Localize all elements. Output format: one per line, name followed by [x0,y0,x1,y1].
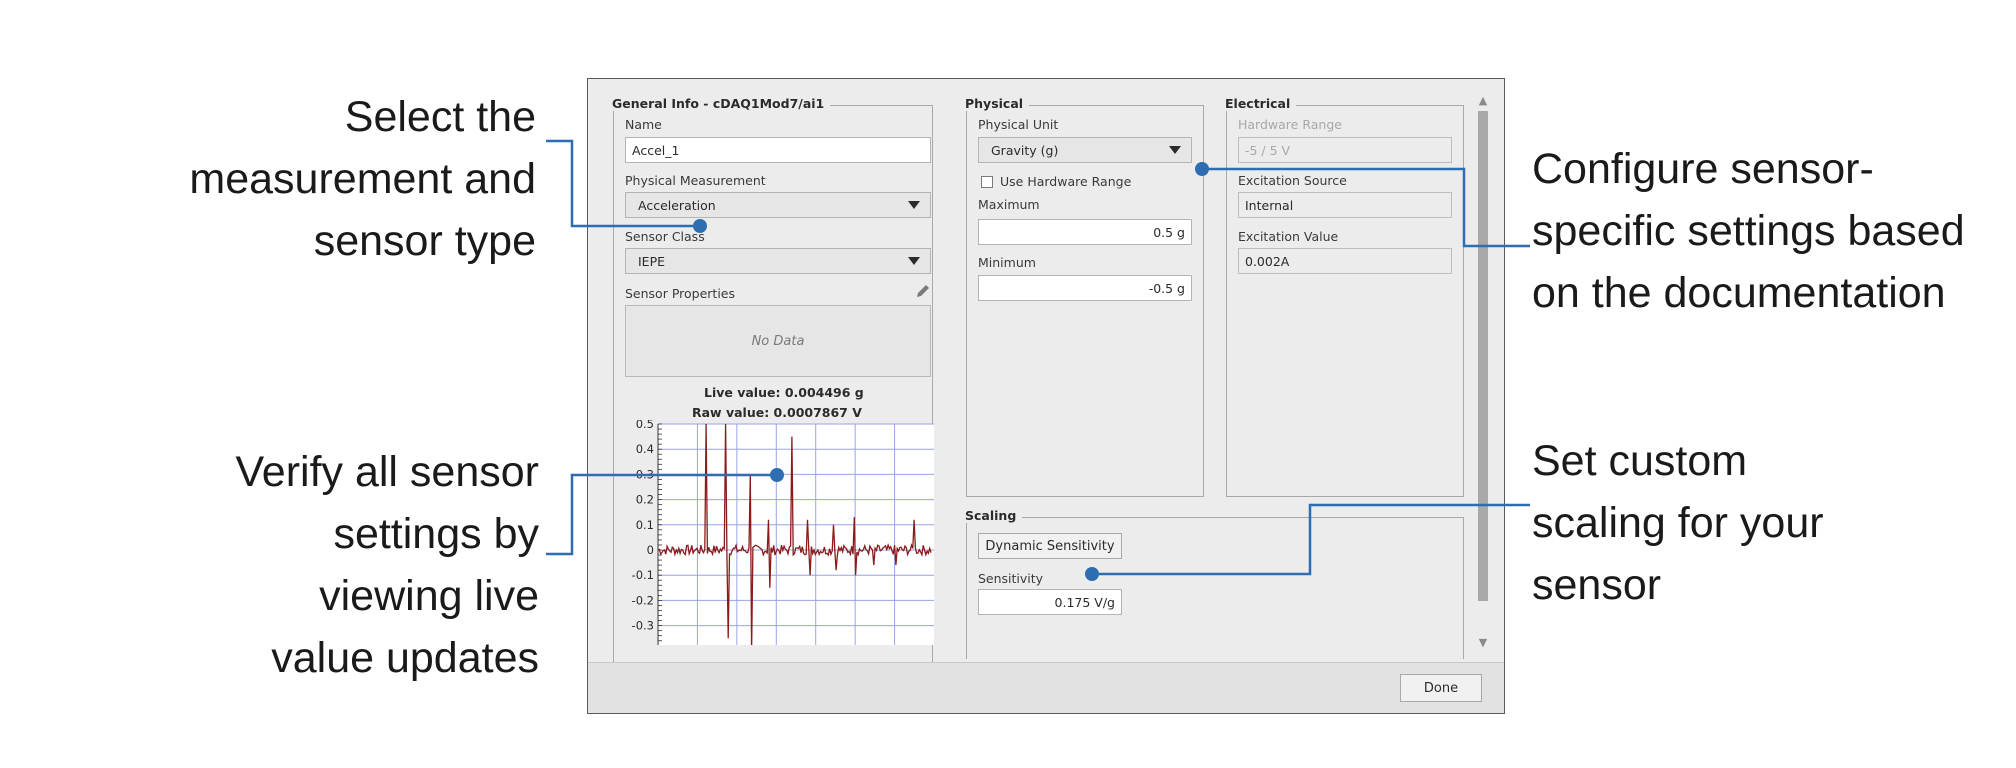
minimum-label: Minimum [978,255,1036,270]
sensor-class-value: IEPE [638,253,666,269]
sensor-class-select[interactable]: IEPE [625,248,931,274]
callout-line: on the documentation [1532,269,1946,317]
plot-tick-label: -0.1 [632,568,654,582]
physical-unit-value: Gravity (g) [991,142,1059,158]
physical-measurement-label: Physical Measurement [625,173,766,188]
electrical-title: Electrical [1225,96,1297,111]
callout-scaling: Set custom scaling for your sensor [1532,430,2012,616]
plot-tick-label: -0.3 [632,619,654,633]
physical-group: Physical [965,96,1204,497]
plot-tick-label: 0 [647,543,654,557]
callout-line: Configure sensor- [1532,145,1874,193]
minimum-field[interactable]: -0.5 g [978,275,1192,301]
physical-measurement-select[interactable]: Acceleration [625,192,931,218]
use-hardware-range-label: Use Hardware Range [1000,174,1132,189]
physical-title: Physical [965,96,1030,111]
physical-measurement-value: Acceleration [638,197,716,213]
excitation-value-label: Excitation Value [1238,229,1339,244]
use-hardware-range-checkbox[interactable] [981,176,993,188]
scrollbar-thumb[interactable] [1478,111,1488,601]
plot-tick-label: 0.4 [636,442,654,456]
callout-verify: Verify all sensor settings by viewing li… [110,441,539,689]
scroll-down-icon[interactable]: ▼ [1478,635,1488,649]
callout-line: sensor [1532,561,1662,609]
callout-line: specific settings based [1532,207,1965,255]
raw-value-text: Raw value: 0.0007867 V [692,405,862,420]
callout-line: sensor type [313,217,536,265]
maximum-field[interactable]: 0.5 g [978,219,1192,245]
dynamic-sensitivity-button[interactable]: Dynamic Sensitivity [978,533,1122,559]
plot-tick-label: 0.1 [636,518,654,532]
vertical-scrollbar[interactable]: ▲ ▼ [1476,93,1490,649]
excitation-source-label: Excitation Source [1238,173,1347,188]
dropdown-arrow-icon [908,257,920,265]
name-field[interactable]: Accel_1 [625,137,931,163]
callout-configure: Configure sensor- specific settings base… [1532,138,2012,324]
no-data-text: No Data [751,333,805,349]
scroll-up-icon[interactable]: ▲ [1478,93,1488,107]
dropdown-arrow-icon [1169,146,1181,154]
sensor-config-dialog: General Info - cDAQ1Mod7/ai1 Name Accel_… [587,78,1505,714]
sensor-properties-box: No Data [625,305,931,377]
hardware-range-field: -5 / 5 V [1238,137,1452,163]
plot-area [658,424,934,645]
callout-line: value updates [271,634,539,682]
sensor-class-label: Sensor Class [625,229,705,244]
plot-tick-label: 0.3 [636,467,654,481]
done-button[interactable]: Done [1400,674,1482,702]
physical-unit-label: Physical Unit [978,117,1059,132]
sensitivity-label: Sensitivity [978,571,1044,586]
excitation-source-field: Internal [1238,192,1452,218]
callout-line: Set custom [1532,437,1748,485]
electrical-group: Electrical [1225,96,1464,497]
dialog-footer: Done [588,662,1504,713]
callout-line: Select the [344,93,536,141]
scaling-title: Scaling [965,508,1023,523]
callout-line: measurement and [189,155,536,203]
plot-tick-label: -0.4 [632,644,654,645]
callout-line: scaling for your [1532,499,1824,547]
general-info-title: General Info - cDAQ1Mod7/ai1 [612,96,831,111]
plot-tick-label: 0.5 [636,420,654,431]
live-value-text: Live value: 0.004496 g [704,385,864,400]
plot-tick-label: 0.2 [636,493,654,507]
physical-unit-select[interactable]: Gravity (g) [978,137,1192,163]
live-value-plot: 0.5 0.4 0.3 0.2 0.1 0 -0.1 -0.2 -0.3 -0.4 [632,420,934,645]
sensitivity-field[interactable]: 0.175 V/g [978,589,1122,615]
maximum-label: Maximum [978,197,1040,212]
general-info-group: General Info - cDAQ1Mod7/ai1 [612,96,933,685]
callout-select-type: Select the measurement and sensor type [110,86,536,272]
dropdown-arrow-icon [908,201,920,209]
sensor-properties-label: Sensor Properties [625,286,735,301]
callout-line: settings by [333,510,539,558]
excitation-value-field: 0.002A [1238,248,1452,274]
hardware-range-label: Hardware Range [1238,117,1342,132]
plot-tick-label: -0.2 [632,593,654,607]
name-label: Name [625,117,662,132]
callout-line: viewing live [319,572,539,620]
callout-line: Verify all sensor [235,448,539,496]
pencil-edit-icon[interactable] [914,282,932,300]
